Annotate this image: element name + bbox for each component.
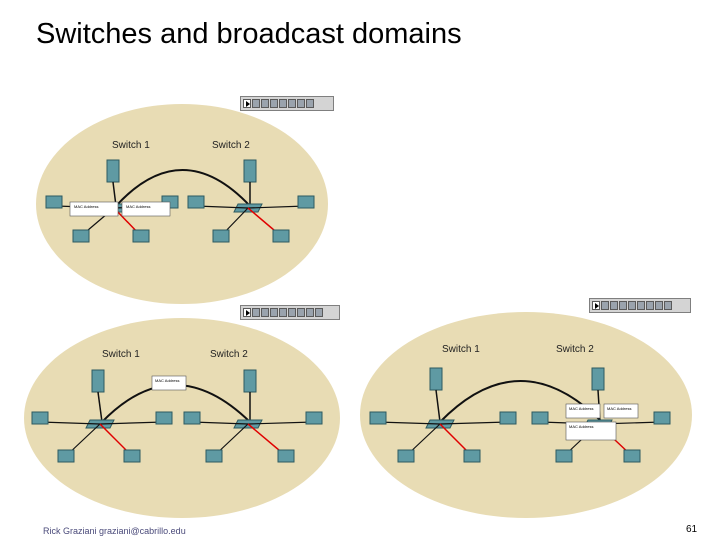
play-icon[interactable] bbox=[243, 308, 251, 317]
mac-table-panel bbox=[69, 201, 119, 217]
toolbar-button[interactable] bbox=[252, 99, 260, 108]
pc-icon bbox=[132, 229, 150, 243]
animation-toolbar[interactable] bbox=[240, 96, 334, 111]
pc-icon bbox=[623, 449, 641, 463]
switch1-label: Switch 1 bbox=[442, 344, 480, 355]
broadcast-domain-ellipse bbox=[24, 318, 340, 518]
mac-table-panel bbox=[565, 403, 601, 419]
pc-icon bbox=[277, 449, 295, 463]
toolbar-button[interactable] bbox=[619, 301, 627, 310]
pc-icon bbox=[57, 449, 75, 463]
network-diagram-2: Switch 1 Switch 2 MAC Address bbox=[24, 318, 340, 518]
zoom-icon[interactable] bbox=[664, 301, 672, 310]
server-icon bbox=[243, 369, 257, 393]
network-diagram-1: Switch 1 Switch 2 MAC Address MAC Addres… bbox=[36, 104, 328, 304]
mac-table-header: MAC Address bbox=[607, 406, 631, 411]
switch2-label: Switch 2 bbox=[212, 140, 250, 151]
mac-table-header: MAC Address bbox=[155, 378, 179, 383]
pc-icon bbox=[45, 195, 63, 209]
toolbar-button[interactable] bbox=[297, 308, 305, 317]
toolbar-button[interactable] bbox=[270, 99, 278, 108]
toolbar-button[interactable] bbox=[261, 99, 269, 108]
switch1-label: Switch 1 bbox=[102, 349, 140, 360]
mac-table-panel bbox=[121, 201, 171, 217]
toolbar-button[interactable] bbox=[261, 308, 269, 317]
toolbar-button[interactable] bbox=[288, 308, 296, 317]
pc-icon bbox=[183, 411, 201, 425]
animation-toolbar[interactable] bbox=[240, 305, 340, 320]
switch2-label: Switch 2 bbox=[210, 349, 248, 360]
mac-table-header: MAC Address bbox=[74, 204, 98, 209]
pc-icon bbox=[531, 411, 549, 425]
mac-table-header: MAC Address bbox=[569, 406, 593, 411]
slide-title: Switches and broadcast domains bbox=[36, 18, 462, 50]
pc-icon bbox=[555, 449, 573, 463]
zoom-icon[interactable] bbox=[655, 301, 663, 310]
pc-icon bbox=[272, 229, 290, 243]
mac-table-panel bbox=[603, 403, 639, 419]
toolbar-button[interactable] bbox=[628, 301, 636, 310]
zoom-icon[interactable] bbox=[306, 308, 314, 317]
pc-icon bbox=[653, 411, 671, 425]
pc-icon bbox=[155, 411, 173, 425]
pc-icon bbox=[499, 411, 517, 425]
mac-table-header: MAC Address bbox=[569, 424, 593, 429]
zoom-icon[interactable] bbox=[315, 308, 323, 317]
server-icon bbox=[591, 367, 605, 391]
toolbar-button[interactable] bbox=[288, 99, 296, 108]
pc-icon bbox=[187, 195, 205, 209]
pc-icon bbox=[369, 411, 387, 425]
server-icon bbox=[429, 367, 443, 391]
server-icon bbox=[243, 159, 257, 183]
pc-icon bbox=[463, 449, 481, 463]
zoom-icon[interactable] bbox=[297, 99, 305, 108]
server-icon bbox=[106, 159, 120, 183]
toolbar-button[interactable] bbox=[252, 308, 260, 317]
play-icon[interactable] bbox=[592, 301, 600, 310]
pc-icon bbox=[72, 229, 90, 243]
broadcast-domain-ellipse bbox=[36, 104, 328, 304]
server-icon bbox=[91, 369, 105, 393]
toolbar-button[interactable] bbox=[279, 99, 287, 108]
toolbar-button[interactable] bbox=[270, 308, 278, 317]
toolbar-button[interactable] bbox=[601, 301, 609, 310]
pc-icon bbox=[123, 449, 141, 463]
toolbar-button[interactable] bbox=[279, 308, 287, 317]
toolbar-button[interactable] bbox=[637, 301, 645, 310]
pc-icon bbox=[305, 411, 323, 425]
pc-icon bbox=[31, 411, 49, 425]
footer-author: Rick Graziani graziani@cabrillo.edu bbox=[43, 526, 186, 536]
broadcast-domain-ellipse bbox=[360, 312, 692, 518]
pc-icon bbox=[212, 229, 230, 243]
toolbar-button[interactable] bbox=[646, 301, 654, 310]
switch1-label: Switch 1 bbox=[112, 140, 150, 151]
switch2-label: Switch 2 bbox=[556, 344, 594, 355]
mac-table-header: MAC Address bbox=[126, 204, 150, 209]
pc-icon bbox=[205, 449, 223, 463]
toolbar-button[interactable] bbox=[610, 301, 618, 310]
network-diagram-3: Switch 1 Switch 2 MAC Address MAC Addres… bbox=[360, 312, 692, 518]
page-number: 61 bbox=[686, 524, 698, 535]
animation-toolbar[interactable] bbox=[589, 298, 691, 313]
pc-icon bbox=[297, 195, 315, 209]
mac-table-panel bbox=[151, 375, 187, 391]
trunk-link bbox=[115, 169, 251, 207]
zoom-icon[interactable] bbox=[306, 99, 314, 108]
pc-icon bbox=[397, 449, 415, 463]
mac-table-panel bbox=[565, 421, 617, 441]
play-icon[interactable] bbox=[243, 99, 251, 108]
